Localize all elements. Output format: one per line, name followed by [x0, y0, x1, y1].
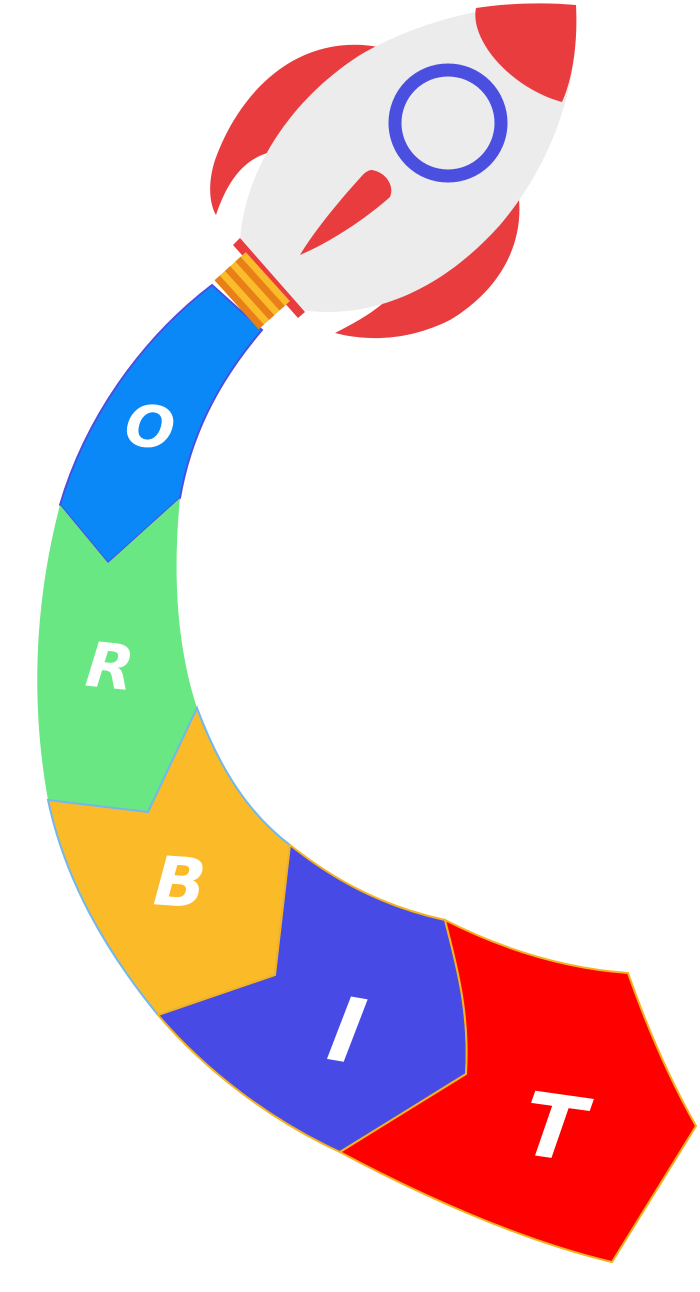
- rocket-body-stripe: [300, 170, 392, 255]
- segment-r: [37, 498, 198, 812]
- letters: O R B I T: [83, 390, 597, 1184]
- rocket: [210, 3, 577, 339]
- letter-r: R: [83, 628, 138, 706]
- letter-b: B: [151, 842, 208, 924]
- trail: [37, 283, 698, 1264]
- rocket-window: [388, 63, 508, 183]
- rocket-nose: [475, 3, 577, 102]
- rocket-nozzle: [214, 252, 290, 330]
- letter-o: O: [121, 390, 179, 464]
- segment-t: [338, 918, 698, 1264]
